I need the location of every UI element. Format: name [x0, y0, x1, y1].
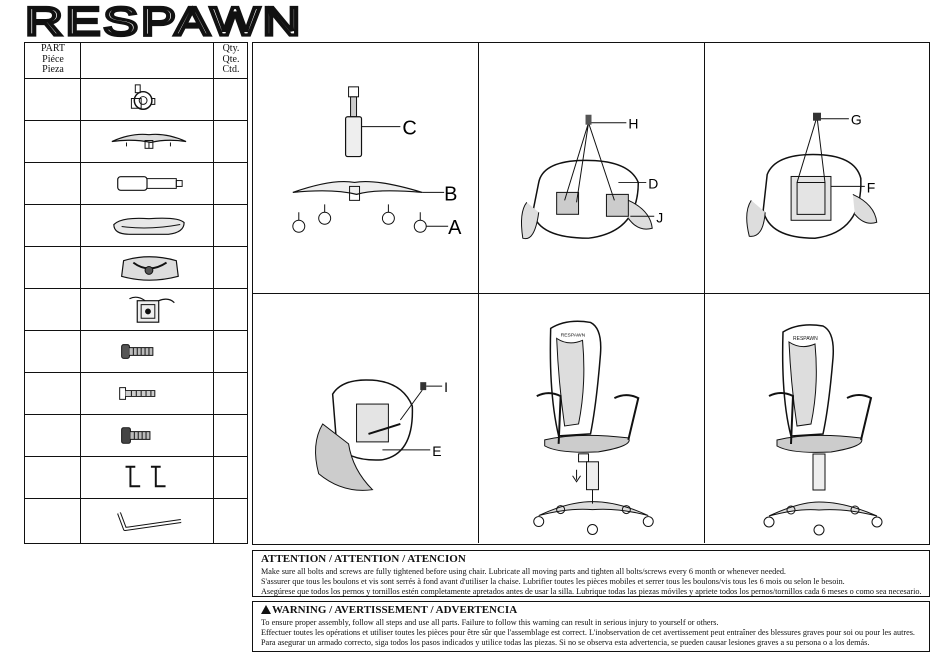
chair-brand-label: RESPAWN [561, 332, 586, 338]
parts-row [25, 121, 247, 163]
short-bolt-icon [121, 427, 151, 444]
label-d: D [648, 175, 658, 191]
warning-box: WARNING / AVERTISSEMENT / ADVERTENCIA To… [252, 601, 930, 652]
bolt-icon [121, 344, 154, 359]
tilt-plate-icon [129, 296, 175, 323]
attention-box: ATTENTION / ATTENTION / ATENCION Make su… [252, 550, 930, 597]
qty-column-header: Qty. Qte. Ctd. [222, 43, 240, 75]
step-2-diagram: H D J [521, 114, 663, 240]
label-j: J [656, 209, 663, 225]
label-c: C [402, 118, 416, 140]
chair-brand-label: RESPAWN [793, 336, 818, 342]
warning-triangle-icon [261, 605, 271, 614]
label-b: B [444, 183, 457, 205]
parts-row [25, 499, 247, 543]
step-4-panel: I E [253, 294, 479, 543]
part-column-header: PART Piéce Pieza [40, 43, 66, 75]
attention-line-fr: S'assurer que tous les boulons et vis so… [261, 577, 845, 587]
step-6-diagram: RESPAWN [763, 324, 883, 536]
base-icon [111, 133, 187, 149]
step-1-panel: C B A [253, 43, 479, 294]
mechanism-icon [120, 256, 179, 281]
parts-table: PART Piéce Pieza Qty. Qte. Ctd. [24, 42, 248, 544]
svg-text:RESPAWN: RESPAWN [25, 2, 303, 40]
warning-line-fr: Effectuer toutes les opérations et utili… [261, 628, 915, 638]
label-f: F [867, 179, 876, 195]
parts-row [25, 415, 247, 457]
step-5-panel: RESPAWN [479, 294, 705, 543]
parts-row [25, 289, 247, 331]
attention-title: ATTENTION / ATTENTION / ATENCION [261, 553, 466, 565]
step-5-diagram: RESPAWN [533, 320, 654, 535]
attention-line-en: Make sure all bolts and screws are fully… [261, 567, 786, 576]
parts-row [25, 457, 247, 499]
allen-wrench-icon [117, 512, 182, 531]
step-4-diagram: I E [315, 379, 448, 491]
warning-title: WARNING / AVERTISSEMENT / ADVERTENCIA [272, 604, 518, 616]
parts-row [25, 163, 247, 205]
step-1-diagram: C B A [292, 86, 462, 239]
armrest-bolts-icon [125, 465, 166, 488]
parts-row [25, 247, 247, 289]
label-i: I [444, 379, 448, 395]
parts-row [25, 331, 247, 373]
warning-title-row: WARNING / AVERTISSEMENT / ADVERTENCIA [261, 604, 929, 617]
step-2-panel: H D J [479, 43, 705, 294]
label-h: H [628, 116, 638, 132]
step-6-panel: RESPAWN [705, 294, 929, 543]
parts-row [25, 373, 247, 415]
assembly-steps-grid: C B A H D J [252, 42, 930, 545]
seat-icon [113, 217, 185, 235]
gas-cylinder-icon [117, 176, 183, 191]
attention-line-es: Asegúrese que todos los pernos y tornill… [261, 587, 922, 597]
warning-line-es: Para asegurar un armado correcto, siga t… [261, 638, 870, 648]
step-3-diagram: G F [746, 112, 878, 239]
warning-line-en: To ensure proper assembly, follow all st… [261, 618, 719, 627]
parts-table-header: PART Piéce Pieza Qty. Qte. Ctd. [25, 43, 247, 79]
label-e: E [432, 443, 441, 459]
parts-row [25, 79, 247, 121]
label-a: A [448, 217, 462, 239]
label-g: G [851, 112, 862, 128]
caster-icon [130, 84, 156, 110]
long-screw-icon [119, 387, 156, 400]
step-3-panel: G F [705, 43, 929, 294]
respawn-logo: RESPAWN [25, 2, 303, 40]
parts-row [25, 205, 247, 247]
